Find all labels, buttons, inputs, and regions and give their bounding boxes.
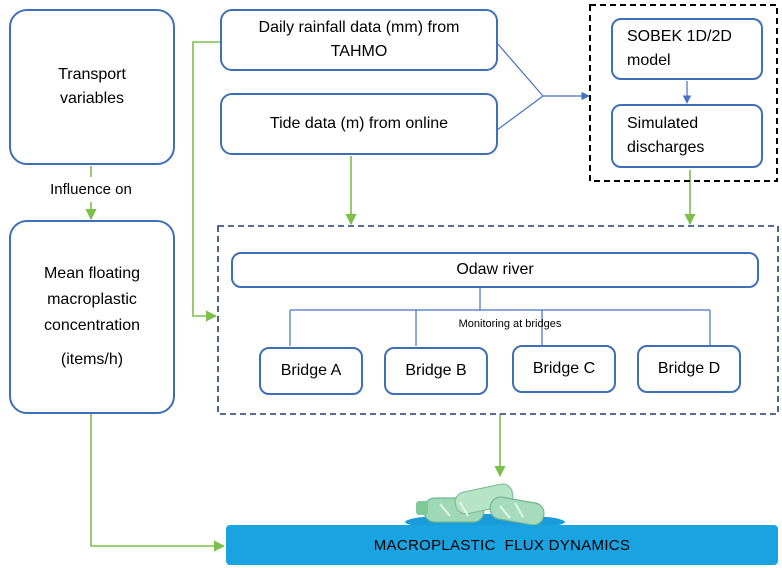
tide-label: Tide data (m) from online [269, 115, 449, 132]
transport-label-line-2: variables [59, 90, 125, 107]
concentration-label-line-2: macroplastic [47, 291, 137, 308]
rainfall-to-river-arrow [192, 41, 220, 322]
odaw-river-box: Odaw river [231, 252, 759, 288]
influence-label: Influence on [50, 181, 132, 198]
inputs-to-sobek-arrow [496, 42, 544, 131]
macroplastic-flux-bar: MACROPLASTIC FLUX DYNAMICS [226, 525, 778, 565]
discharges-label-line-1: Simulated [627, 115, 699, 132]
rainfall-data-box: Daily rainfall data (mm) from TAHMO [220, 9, 498, 71]
rainfall-label-line-1: Daily rainfall data (mm) from [258, 19, 460, 36]
sobek-label-line-2: model [627, 52, 671, 69]
river-label: Odaw river [456, 261, 534, 278]
discharges-label-line-2: discharges [627, 139, 705, 156]
bridge-c-label: Bridge C [532, 360, 596, 377]
transport-variables-box: Transport variables [9, 9, 175, 165]
bridge-c-box: Bridge C [512, 345, 616, 393]
river-group-frame [217, 225, 779, 415]
plastic-bottles-illustration [405, 483, 565, 530]
rainfall-label-line-2: TAHMO [330, 43, 388, 60]
concentration-label-line-3: concentration [43, 317, 141, 334]
concentration-label-line-4: (items/h) [60, 351, 124, 368]
bridge-b-box: Bridge B [384, 347, 488, 395]
simulated-discharges-box: Simulated discharges [611, 104, 763, 168]
concentration-label-line-1: Mean floating [43, 265, 141, 282]
monitoring-label: Monitoring at bridges [458, 318, 562, 330]
river-tree-connector [289, 288, 711, 346]
concentration-box: Mean floating macroplastic concentration… [9, 220, 175, 414]
concentration-to-flux-arrow [90, 414, 226, 552]
sobek-label-line-1: SOBEK 1D/2D [627, 28, 732, 45]
sobek-model-box: SOBEK 1D/2D model [611, 18, 763, 80]
bridge-b-label: Bridge B [405, 362, 467, 379]
sobek-group-frame [589, 4, 778, 182]
bridge-d-box: Bridge D [637, 345, 741, 393]
bridge-a-box: Bridge A [259, 347, 363, 395]
tide-data-box: Tide data (m) from online [220, 93, 498, 155]
flux-label: MACROPLASTIC FLUX DYNAMICS [373, 536, 631, 554]
bridge-a-label: Bridge A [280, 362, 342, 379]
transport-label-line-1: Transport [58, 66, 126, 83]
bridge-d-label: Bridge D [657, 360, 721, 377]
